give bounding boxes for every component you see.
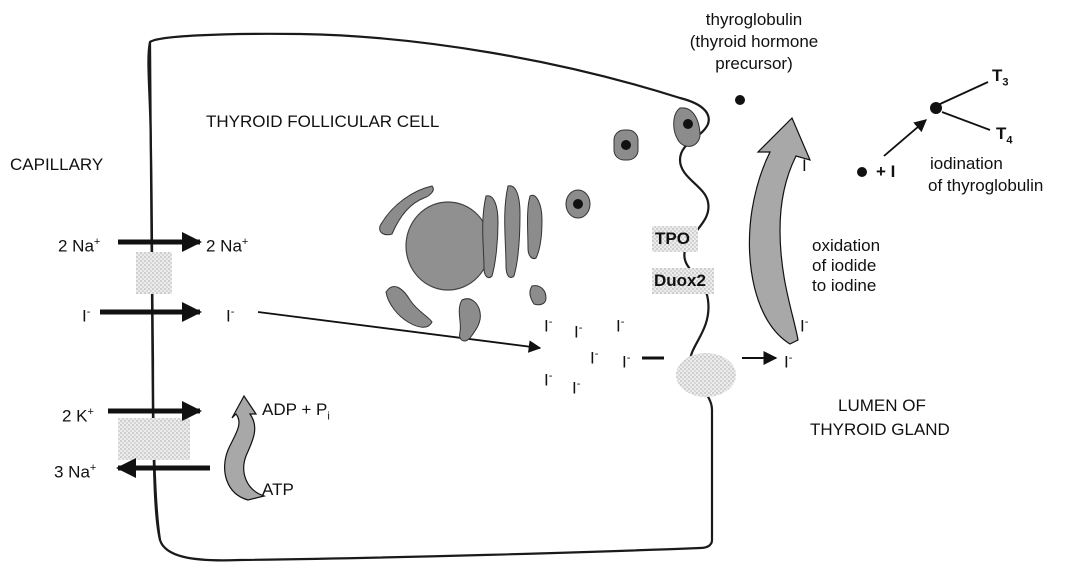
iodide-right-label: I- (226, 302, 234, 327)
oxidation-curved-arrow (749, 118, 810, 344)
na-in-left-label: 2 Na+ (58, 232, 100, 257)
pendrin-channel (676, 353, 736, 397)
iodination-line2: of thyroglobulin (928, 176, 1043, 196)
t3-line (940, 82, 988, 104)
cyto-iodide-6: I- (544, 366, 552, 391)
thyroglobulin-line3: precursor) (674, 54, 834, 74)
na-out-label: 3 Na+ (54, 458, 96, 483)
golgi-stack-1 (483, 196, 498, 278)
plus-iodine-label: + I (876, 162, 895, 182)
golgi-stack-3 (528, 195, 543, 258)
t3-label: T3 (992, 66, 1009, 92)
thyroglobulin-line1: thyroglobulin (674, 10, 834, 30)
iodination-line1: iodination (930, 154, 1003, 174)
cyto-iodide-2: I- (574, 318, 582, 343)
golgi-stack-2 (505, 186, 520, 278)
iodine-label: I (802, 156, 807, 176)
iodination-arrow (884, 120, 926, 156)
oxidation-line1: oxidation (812, 236, 880, 256)
iodide-diffusion-arrow (258, 312, 540, 348)
iodination-dot (857, 167, 867, 177)
iodide-left-label: I- (82, 302, 90, 327)
lumen-label-line2: THYROID GLAND (810, 420, 950, 440)
tpo-label: TPO (655, 229, 690, 249)
er-blob-2 (386, 287, 432, 328)
cell-title: THYROID FOLLICULAR CELL (206, 112, 439, 132)
cyto-iodide-5: I- (622, 348, 630, 373)
na-k-pump (118, 418, 190, 460)
atp-label: ATP (262, 480, 294, 500)
cyto-iodide-7: I- (572, 374, 580, 399)
cyto-iodide-1: I- (544, 312, 552, 337)
er-blob-3 (459, 299, 480, 341)
atp-curved-arrow (225, 396, 264, 500)
nucleus (406, 202, 490, 290)
duox2-label: Duox2 (654, 271, 706, 291)
oxidation-iodide-label: I- (800, 312, 808, 337)
adp-label: ADP + Pi (262, 400, 330, 426)
oxidation-line3: to iodine (812, 276, 876, 296)
na-in-right-label: 2 Na+ (206, 232, 248, 257)
lumen-iodide-label: I- (784, 348, 792, 373)
golgi-piece (530, 286, 546, 305)
thyroglobulin-dot (735, 95, 745, 105)
na-iodide-symporter (136, 252, 172, 294)
t4-line (942, 112, 990, 130)
lumen-label-line1: LUMEN OF (838, 396, 926, 416)
thyroglobulin-line2: (thyroid hormone (674, 32, 834, 52)
capillary-label: CAPILLARY (10, 155, 103, 175)
t4-label: T4 (996, 124, 1013, 150)
k-in-label: 2 K+ (62, 402, 94, 427)
cyto-iodide-3: I- (616, 312, 624, 337)
cyto-iodide-4: I- (590, 344, 598, 369)
oxidation-line2: of iodide (812, 256, 876, 276)
